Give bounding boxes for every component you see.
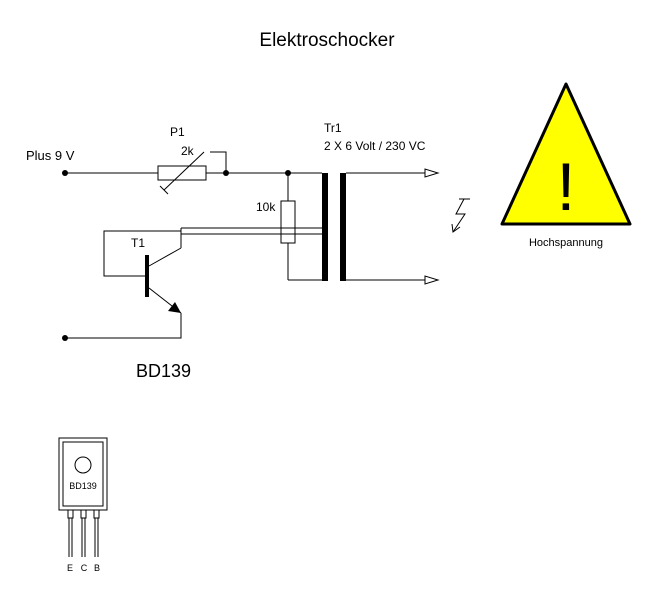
warning-triangle xyxy=(500,82,632,226)
output-terminal-top xyxy=(424,168,440,178)
transistor-package: BD139 E C B xyxy=(58,437,108,573)
transformer-spec-label: 2 X 6 Volt / 230 VC xyxy=(324,139,426,153)
circuit: Plus 9 V P1 2k 10k Tr1 xyxy=(26,121,470,381)
potentiometer-p1 xyxy=(157,151,227,195)
transistor-name-label: T1 xyxy=(131,236,145,250)
resistor-value-label: 10k xyxy=(256,200,276,214)
pot-name-label: P1 xyxy=(170,125,185,139)
transformer-name-label: Tr1 xyxy=(324,121,342,135)
diagram-title: Elektroschocker xyxy=(259,30,395,51)
transistor-type-label: BD139 xyxy=(136,361,191,381)
package-pins xyxy=(67,509,100,557)
spark-symbol xyxy=(451,198,470,233)
warning-caption: Hochspannung xyxy=(529,237,603,249)
ground-wire xyxy=(65,313,182,339)
pin-label-b: B xyxy=(94,563,100,573)
pin-label-e: E xyxy=(67,563,73,573)
output-terminal-bottom xyxy=(424,275,440,285)
pin-label-c: C xyxy=(81,563,88,573)
supply-label: Plus 9 V xyxy=(26,148,75,163)
package-marking: BD139 xyxy=(69,481,97,491)
warning-exclamation-icon: ! xyxy=(557,149,576,225)
warning-sign: ! Hochspannung xyxy=(500,82,632,249)
resistor-10k xyxy=(280,200,296,244)
pot-value-label: 2k xyxy=(181,144,195,158)
transformer-tr1 xyxy=(322,172,425,281)
transistor-t1 xyxy=(103,228,182,314)
